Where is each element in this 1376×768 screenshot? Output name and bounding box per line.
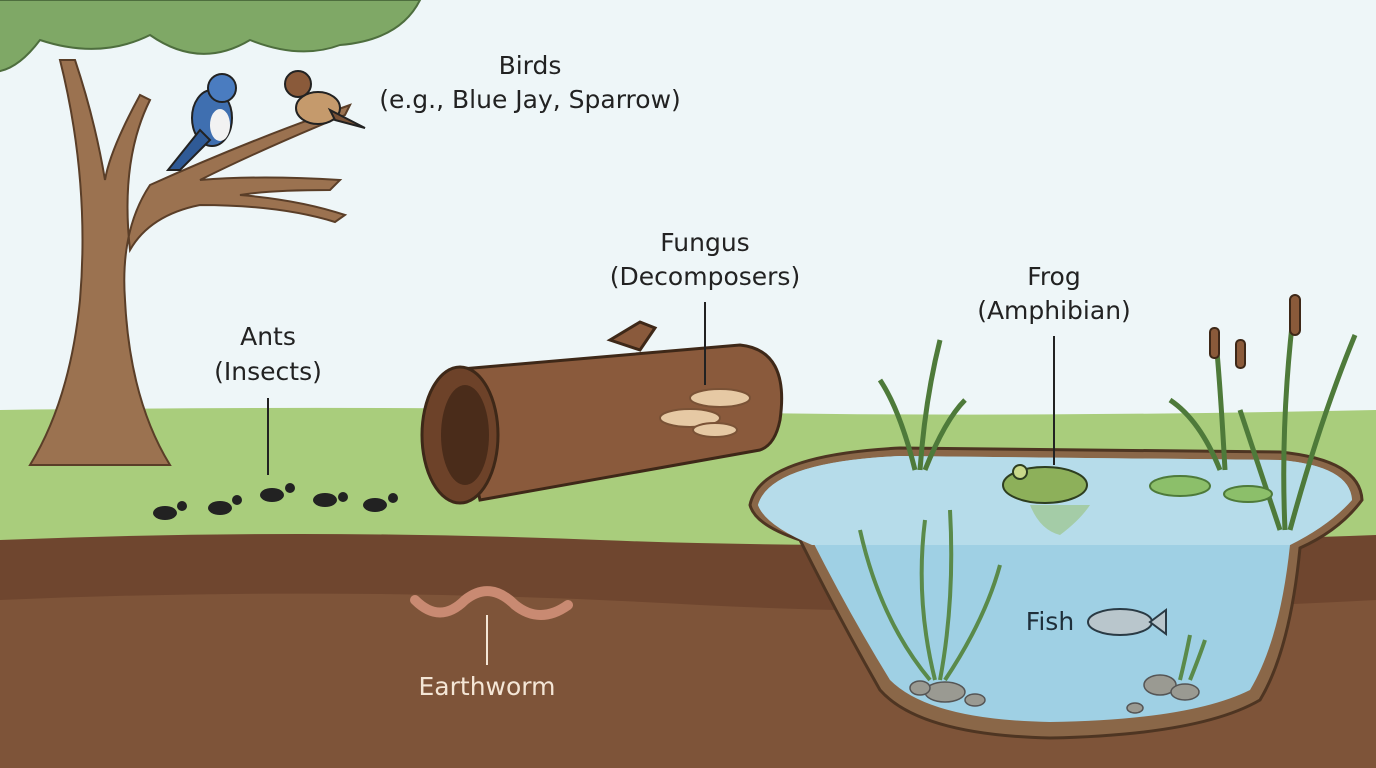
blue-jay <box>165 73 237 171</box>
underwater-plants <box>858 509 1207 682</box>
earthworm-label: Earthworm <box>419 672 556 701</box>
sparrow <box>284 70 366 129</box>
earthworm <box>410 586 573 620</box>
ants <box>153 483 398 520</box>
fish-label: Fish <box>1026 607 1074 636</box>
hollow-log <box>420 320 784 505</box>
birds-label-subtitle: (e.g., Blue Jay, Sparrow) <box>379 85 681 114</box>
ants-label-title: Ants <box>240 322 296 351</box>
frog-label-subtitle: (Amphibian) <box>977 296 1131 325</box>
fungus-label-title: Fungus <box>660 228 749 257</box>
lily-pads <box>1149 475 1273 503</box>
pebbles <box>909 674 1200 714</box>
tree <box>0 0 422 466</box>
birds-label-title: Birds <box>499 51 562 80</box>
cattails <box>1209 294 1301 369</box>
ants-label-subtitle: (Insects) <box>214 357 322 386</box>
pond <box>748 446 1364 740</box>
frog <box>1002 464 1090 535</box>
fish <box>1087 608 1167 636</box>
fungus-label-subtitle: (Decomposers) <box>610 262 800 291</box>
frog-label-title: Frog <box>1027 262 1080 291</box>
